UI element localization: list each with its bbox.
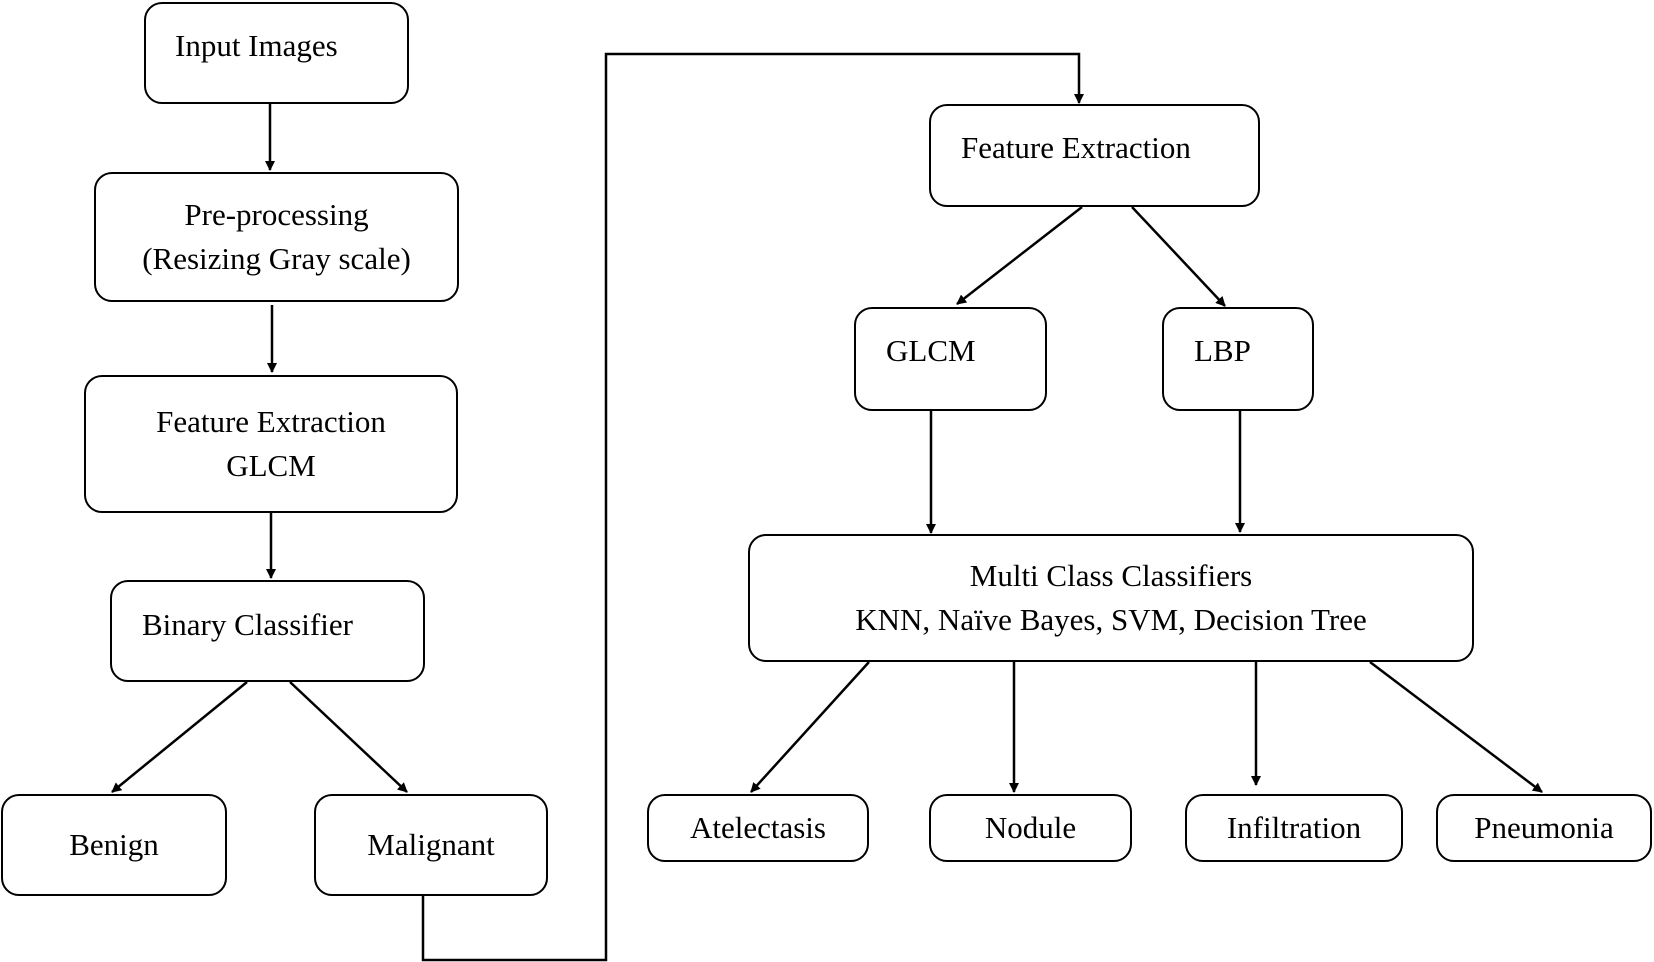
node-feature-extraction-glcm: Feature Extraction GLCM xyxy=(84,375,458,513)
arrow-binary-to-malignant xyxy=(289,681,408,793)
node-malignant-label: Malignant xyxy=(367,827,495,862)
node-multi-class-classifiers: Multi Class Classifiers KNN, Naïve Bayes… xyxy=(748,534,1474,662)
node-binary-classifier: Binary Classifier xyxy=(110,580,425,682)
node-infiltration: Infiltration xyxy=(1185,794,1403,862)
node-preprocessing-title: Pre-processing xyxy=(184,197,369,232)
node-glcm: GLCM xyxy=(854,307,1047,411)
node-input-images: Input Images xyxy=(144,2,409,104)
node-lbp: LBP xyxy=(1162,307,1314,411)
node-pneumonia: Pneumonia xyxy=(1436,794,1652,862)
node-multi-class-title: Multi Class Classifiers xyxy=(969,558,1253,593)
arrow-malignant-to-feature-extraction xyxy=(421,52,1084,962)
arrow-multiclass-to-atelectasis xyxy=(750,661,870,793)
node-nodule: Nodule xyxy=(929,794,1132,862)
node-benign: Benign xyxy=(1,794,227,896)
node-feature-extraction-glcm-title: Feature Extraction xyxy=(156,404,386,439)
node-binary-classifier-label: Binary Classifier xyxy=(142,607,353,642)
node-feature-extraction-glcm-method: GLCM xyxy=(226,448,316,483)
node-feature-extraction: Feature Extraction xyxy=(929,104,1260,207)
node-glcm-label: GLCM xyxy=(886,333,976,368)
node-malignant: Malignant xyxy=(314,794,548,896)
arrow-feature-extraction-to-lbp xyxy=(1131,206,1226,307)
node-atelectasis: Atelectasis xyxy=(647,794,869,862)
node-infiltration-label: Infiltration xyxy=(1226,810,1362,845)
node-nodule-label: Nodule xyxy=(984,810,1077,845)
arrow-multiclass-to-pneumonia xyxy=(1369,661,1543,793)
node-preprocessing-subtitle: (Resizing Gray scale) xyxy=(142,241,411,276)
node-atelectasis-label: Atelectasis xyxy=(689,810,826,845)
node-multi-class-algorithms: KNN, Naïve Bayes, SVM, Decision Tree xyxy=(855,602,1367,637)
node-preprocessing: Pre-processing (Resizing Gray scale) xyxy=(94,172,459,302)
node-benign-label: Benign xyxy=(69,827,159,862)
node-lbp-label: LBP xyxy=(1194,333,1251,368)
arrow-feature-extraction-to-glcm xyxy=(956,206,1083,305)
node-feature-extraction-label: Feature Extraction xyxy=(961,130,1191,165)
node-input-images-label: Input Images xyxy=(175,28,338,63)
arrow-binary-to-benign xyxy=(111,681,248,793)
node-pneumonia-label: Pneumonia xyxy=(1474,810,1614,845)
